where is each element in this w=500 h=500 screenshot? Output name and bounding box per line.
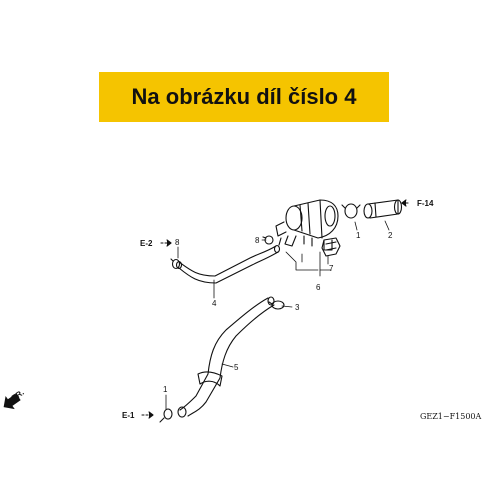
ref-label-e1: E-1: [122, 411, 135, 420]
ref-label-e2: E-2: [140, 239, 153, 248]
clamp-part-8-left: [170, 258, 181, 270]
clip-part-1-top: [341, 203, 361, 219]
ref-arrow-e1: [141, 411, 154, 419]
part-number-banner: Na obrázku díl číslo 4: [99, 72, 389, 122]
leader-lines: [165, 220, 390, 410]
clamp-part-1-bottom: [159, 408, 173, 423]
part-label-1-bottom: 1: [163, 385, 168, 394]
ref-arrow-e2: [160, 239, 172, 247]
fitting-part-2: [363, 199, 403, 219]
front-direction-arrow: FR.: [3, 388, 26, 410]
hose-part-5: [177, 296, 275, 418]
ref-arrow-f14: [401, 199, 411, 207]
part-label-2: 2: [388, 231, 393, 240]
hose-part-4: [175, 244, 281, 284]
grommet-part-7: [321, 237, 341, 257]
valve-assembly: [275, 199, 339, 251]
part-label-5: 5: [234, 363, 239, 372]
ref-label-f14: F-14: [417, 199, 434, 208]
drawing-code: GEZ1−F1500A: [420, 412, 481, 421]
part-label-8-left: 8: [175, 238, 180, 247]
part-label-8-mid: 8: [255, 236, 260, 245]
part-label-7: 7: [329, 264, 334, 273]
banner-text: Na obrázku díl číslo 4: [131, 84, 357, 109]
part-label-1-top: 1: [356, 231, 361, 240]
part-label-4: 4: [212, 299, 217, 308]
part-label-3: 3: [295, 303, 300, 312]
part-label-6: 6: [316, 283, 321, 292]
